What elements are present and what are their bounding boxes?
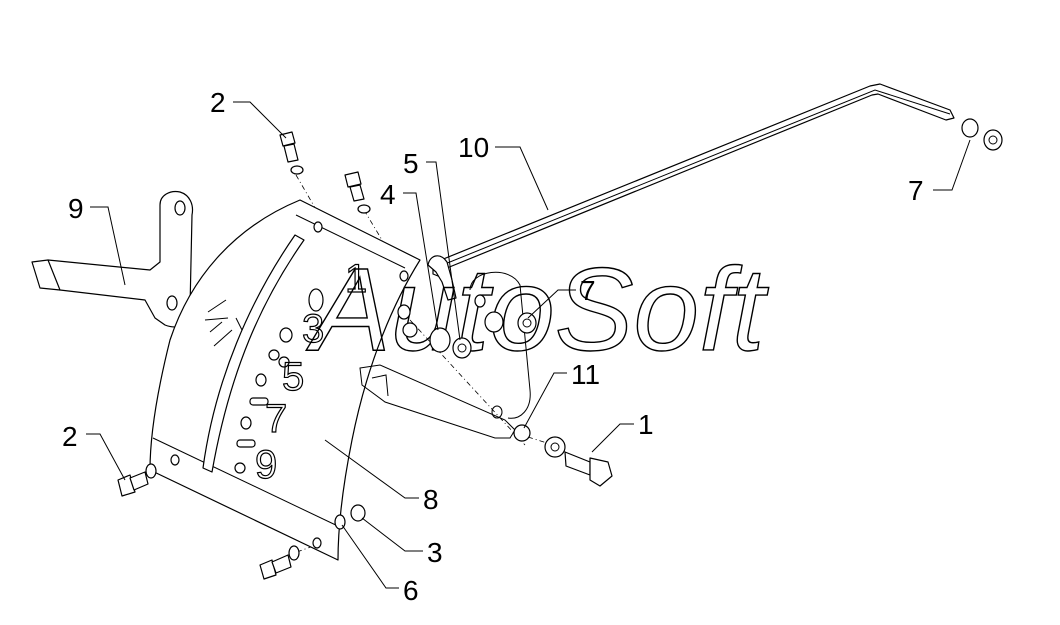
gate-number-7: 7 [265, 397, 287, 441]
gate-number-5: 5 [282, 355, 304, 399]
callout-6: 6 [403, 575, 419, 606]
callout-8: 8 [423, 484, 439, 515]
callout-7-right: 7 [908, 175, 924, 206]
nut-washer-stack-left [397, 294, 537, 359]
callout-2-top: 2 [210, 87, 226, 118]
callout-3: 3 [427, 537, 443, 568]
bracket-9 [31, 190, 194, 328]
watermark-autosoft: AutoSoft [306, 244, 769, 376]
callout-4: 4 [380, 179, 396, 210]
callout-9: 9 [68, 193, 84, 224]
bolt-top-right [344, 171, 371, 214]
callout-1: 1 [638, 409, 654, 440]
leader-lines [86, 101, 971, 589]
gate-number-3: 3 [302, 307, 324, 351]
gate-number-9: 9 [255, 443, 277, 487]
callout-11: 11 [571, 359, 600, 390]
callout-5: 5 [403, 148, 419, 179]
callout-2-bottom: 2 [62, 421, 78, 452]
bolt-1-assembly [513, 424, 613, 487]
gate-plate-8: 1 3 5 7 9 [149, 199, 421, 561]
lever-housing [359, 271, 531, 439]
gate-number-1: 1 [345, 257, 367, 301]
bolt-bottom-left [117, 463, 157, 497]
callout-7-centre: 7 [580, 275, 596, 306]
rod-end-nuts [961, 118, 1003, 151]
callout-numbers: 1 2 2 3 4 5 6 7 7 8 9 10 11 [62, 87, 924, 606]
callout-10: 10 [458, 132, 489, 163]
rod-10 [427, 83, 955, 301]
bolt-top-left [279, 131, 304, 175]
